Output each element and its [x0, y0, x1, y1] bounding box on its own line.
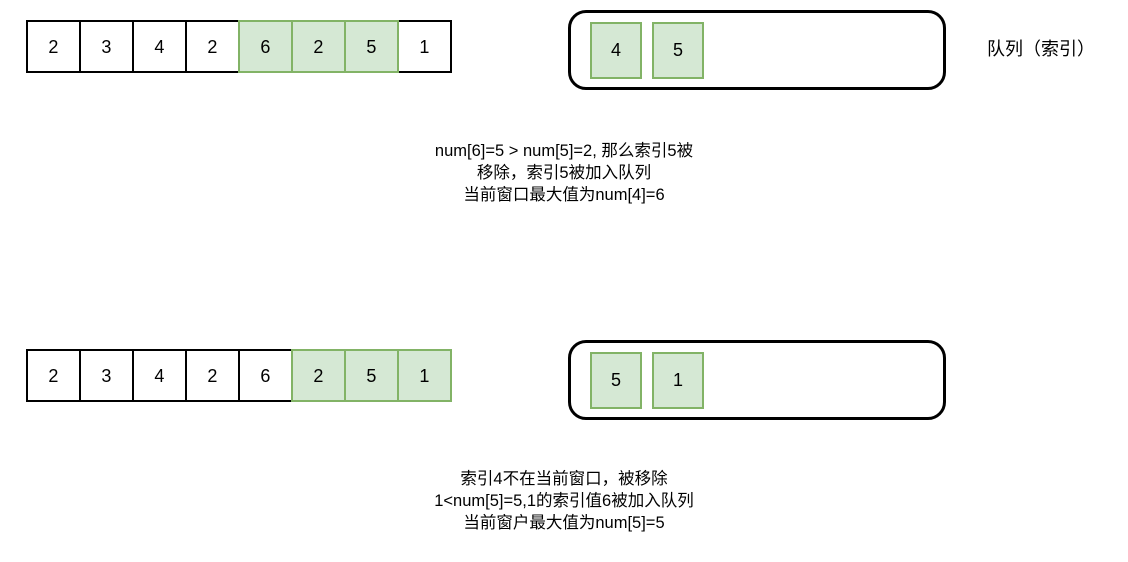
array-cell-highlighted: 2 — [291, 349, 346, 402]
queue-label: 队列（索引） — [987, 39, 1095, 59]
array-cell-highlighted: 5 — [344, 20, 399, 73]
array-cell-highlighted: 2 — [291, 20, 346, 73]
caption-line: num[6]=5 > num[5]=2, 那么索引5被 — [434, 142, 694, 160]
array-cell: 2 — [26, 20, 81, 73]
array-cell: 6 — [238, 349, 293, 402]
array-cell-highlighted: 5 — [344, 349, 399, 402]
caption-step1: num[6]=5 > num[5]=2, 那么索引5被 移除，索引5被加入队列 … — [288, 140, 840, 206]
array-cell: 3 — [79, 20, 134, 73]
queue-item: 5 — [652, 21, 704, 79]
array-strip-step1: 2 3 4 2 6 2 5 1 — [26, 20, 452, 73]
array-cell: 2 — [185, 20, 240, 73]
array-cell: 3 — [79, 349, 134, 402]
array-cell: 4 — [132, 20, 187, 73]
caption-step2: 索引4不在当前窗口，被移除 1<num[5]=5,1的索引值6被加入队列 当前窗… — [288, 468, 840, 534]
caption-line: 1<num[5]=5,1的索引值6被加入队列 — [434, 492, 694, 510]
array-cell: 4 — [132, 349, 187, 402]
caption-line: 索引4不在当前窗口，被移除 — [460, 470, 668, 488]
caption-line: 当前窗户最大值为num[5]=5 — [463, 514, 665, 532]
array-cell: 2 — [26, 349, 81, 402]
caption-line: 移除，索引5被加入队列 — [476, 164, 652, 182]
queue-item: 1 — [652, 351, 704, 409]
queue-item: 5 — [590, 351, 642, 409]
array-cell: 1 — [397, 20, 452, 73]
caption-line: 当前窗口最大值为num[4]=6 — [463, 186, 665, 204]
queue-box-step1: 4 5 — [568, 10, 946, 90]
array-cell: 2 — [185, 349, 240, 402]
array-cell-highlighted: 6 — [238, 20, 293, 73]
queue-box-step2: 5 1 — [568, 340, 946, 420]
array-cell-highlighted: 1 — [397, 349, 452, 402]
array-strip-step2: 2 3 4 2 6 2 5 1 — [26, 349, 452, 402]
queue-item: 4 — [590, 21, 642, 79]
